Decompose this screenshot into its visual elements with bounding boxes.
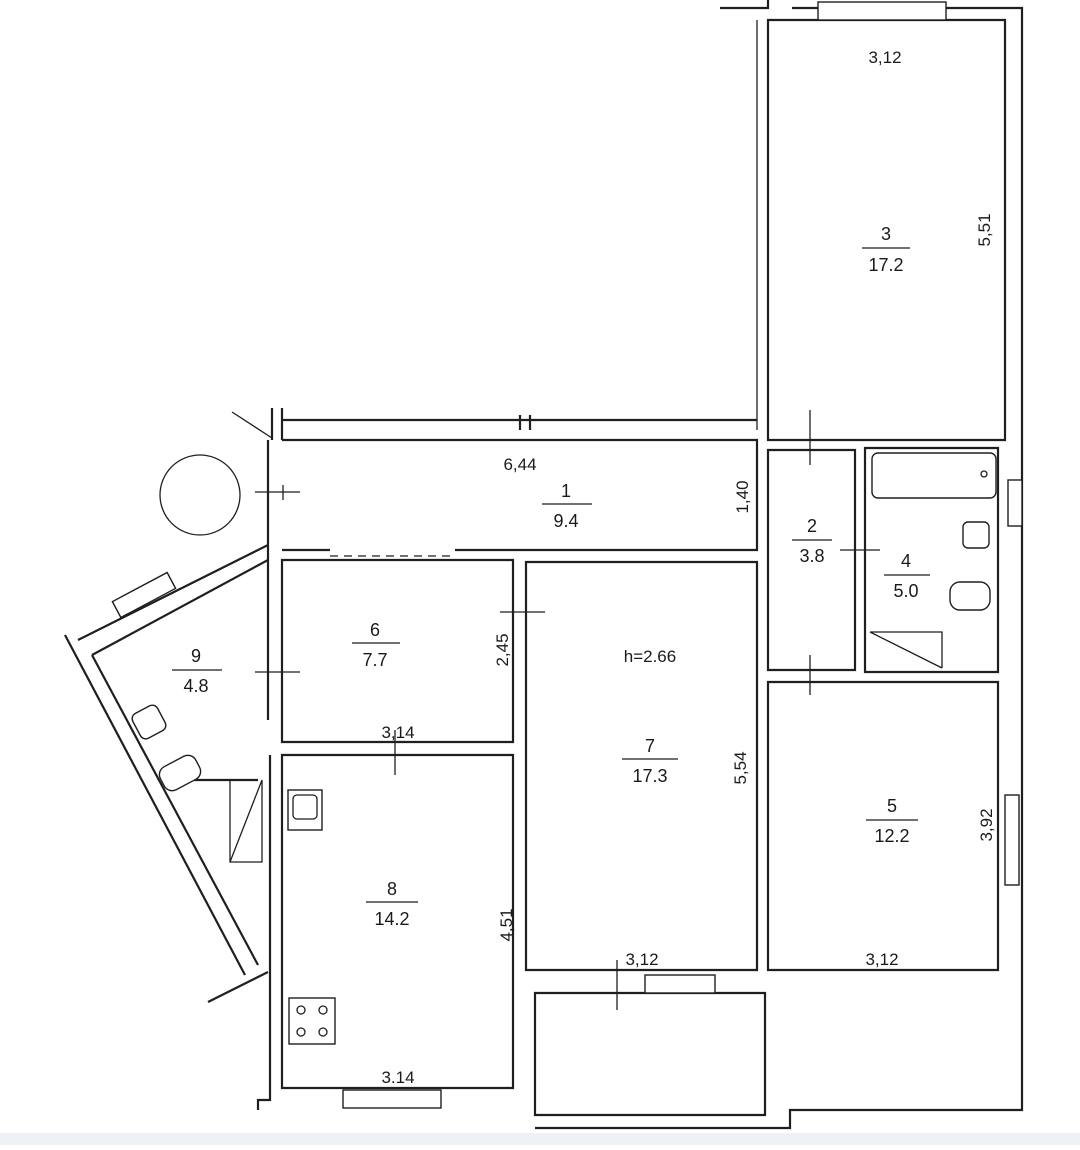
stove <box>288 997 336 1045</box>
balcony-arc <box>159 454 241 536</box>
stove-burner <box>296 1027 306 1037</box>
room-label-3: 3 17.2 <box>862 224 910 275</box>
window-room-4 <box>1007 479 1023 527</box>
room-number: 7 <box>645 736 655 756</box>
balcony-walls <box>533 991 767 1117</box>
room-1-upper-walls <box>270 408 757 440</box>
bathtub <box>871 452 997 499</box>
kitchen-sink <box>287 789 323 831</box>
room-9-window <box>111 571 177 619</box>
room-area: 9.4 <box>553 511 578 531</box>
room-number: 6 <box>370 620 380 640</box>
stove-burner <box>318 1027 328 1037</box>
room-number: 2 <box>807 516 817 536</box>
dimension-room-5-width: 3,12 <box>865 950 898 969</box>
room-number: 8 <box>387 879 397 899</box>
dimension-room-3-length: 5,51 <box>975 213 994 246</box>
room-number: 5 <box>887 796 897 816</box>
sink-room-9 <box>131 704 167 740</box>
room-area: 3.8 <box>799 546 824 566</box>
dimension-room-6-depth: 2,45 <box>493 633 512 666</box>
bathtub-drain <box>980 470 988 478</box>
room-label-5: 5 12.2 <box>866 796 918 846</box>
entry-diagonal <box>231 411 273 439</box>
room-label-6: 6 7.7 <box>352 620 400 670</box>
room-7-walls <box>524 560 759 972</box>
room-8-walls <box>280 753 515 1090</box>
dimension-room-7-width: 3,12 <box>625 950 658 969</box>
room-area: 7.7 <box>362 650 387 670</box>
window-room-8 <box>342 1089 442 1109</box>
room-area: 17.3 <box>632 766 667 786</box>
window-room-5 <box>1004 794 1020 886</box>
room-number: 9 <box>191 646 201 666</box>
window-room-3 <box>817 1 947 21</box>
outer-wall-right <box>535 6 1024 1130</box>
stove-burner <box>318 1005 328 1015</box>
dimension-room-7-length: 5,54 <box>731 751 750 784</box>
bottom-strip <box>0 1133 1080 1145</box>
room-4-walls <box>863 446 1000 674</box>
dimension-room-6-width: 3,14 <box>381 723 414 742</box>
room-label-7: 7 17.3 <box>622 736 678 786</box>
sink-room-4 <box>962 521 990 549</box>
outer-wall-top-left <box>720 0 770 10</box>
room-8-outer-wall <box>256 755 272 1110</box>
room-label-1: 1 9.4 <box>542 481 592 531</box>
room-9-duct <box>229 779 263 863</box>
room-1-walls <box>282 438 759 552</box>
dimension-room-8-length: 4,51 <box>497 908 516 941</box>
room-number: 1 <box>561 481 571 501</box>
dimension-room-8-width: 3.14 <box>381 1068 414 1087</box>
kitchen-sink-bowl <box>292 794 318 820</box>
room-2-walls <box>766 448 857 672</box>
room-area: 4.8 <box>183 676 208 696</box>
room-label-4: 4 5.0 <box>884 551 930 601</box>
ceiling-height: h=2.66 <box>624 647 676 666</box>
room-label-9: 9 4.8 <box>172 646 222 696</box>
room-area: 12.2 <box>874 826 909 846</box>
room-label-2: 2 3.8 <box>792 516 832 566</box>
toilet-room-4 <box>949 581 991 611</box>
room-5-walls <box>766 680 1000 972</box>
room-6-walls <box>280 558 515 744</box>
dimension-room-3-width: 3,12 <box>868 48 901 67</box>
dimension-room-1-length: 6,44 <box>503 455 536 474</box>
dimension-room-1-width: 1,40 <box>733 480 752 513</box>
room-number: 3 <box>881 224 891 244</box>
toilet-room-9 <box>158 754 202 792</box>
room-number: 4 <box>901 551 911 571</box>
door-marks <box>255 410 880 1010</box>
dimension-room-5-length: 3,92 <box>977 808 996 841</box>
window-room-7 <box>644 974 716 994</box>
room-4-duct <box>869 631 943 669</box>
room-area: 17.2 <box>868 255 903 275</box>
room-9-walls <box>64 544 269 1003</box>
room-area: 14.2 <box>374 909 409 929</box>
room-area: 5.0 <box>893 581 918 601</box>
room-label-8: 8 14.2 <box>366 879 418 929</box>
stove-burner <box>296 1005 306 1015</box>
